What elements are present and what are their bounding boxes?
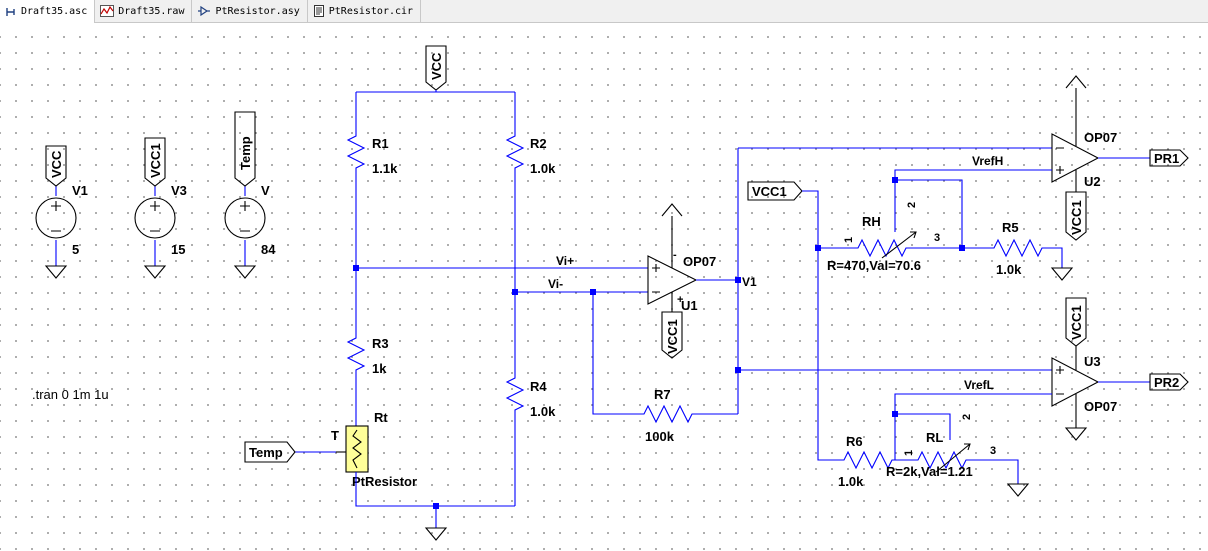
sensor-rt[interactable]: T Rt PtResistor bbox=[331, 410, 417, 489]
svg-text:2: 2 bbox=[906, 202, 918, 208]
sensor-model: PtResistor bbox=[352, 474, 417, 489]
tab-bar: Draft35.asc Draft35.raw PtResistor.asy P… bbox=[0, 0, 1208, 23]
svg-text:1: 1 bbox=[843, 237, 855, 243]
r5-value: 1.0k bbox=[996, 262, 1022, 277]
svg-text:PR2: PR2 bbox=[1154, 375, 1179, 390]
u1-supply: VCC1 bbox=[665, 319, 680, 354]
net-flag-vcc: VCC bbox=[49, 150, 64, 178]
schematic-icon bbox=[6, 7, 15, 16]
u1-name: U1 bbox=[681, 298, 698, 313]
u3-name: U3 bbox=[1084, 354, 1101, 369]
r4-value: 1.0k bbox=[530, 404, 556, 419]
net-flag-vcc1-input[interactable]: VCC1 bbox=[747, 181, 803, 201]
net-label-vrefh: VrefH bbox=[972, 154, 1003, 168]
svg-text:VCC1: VCC1 bbox=[752, 184, 787, 199]
svg-text:PR1: PR1 bbox=[1154, 151, 1179, 166]
svg-text:1: 1 bbox=[903, 450, 915, 456]
tab-label: PtResistor.asy bbox=[215, 5, 300, 17]
svg-text:+: + bbox=[677, 294, 683, 306]
source-v[interactable]: Temp V 84 bbox=[224, 111, 276, 279]
r2-name: R2 bbox=[530, 136, 547, 151]
tab-label: Draft35.raw bbox=[118, 5, 185, 17]
vcc-flag-top[interactable]: VCC bbox=[425, 45, 447, 91]
net-label-vrefl: VrefL bbox=[964, 378, 994, 392]
tab-label: PtResistor.cir bbox=[328, 5, 414, 17]
source-name: V bbox=[261, 183, 270, 198]
opamp-u1[interactable]: OP07 U1 VCC1 + - bbox=[647, 203, 716, 359]
r6-value: 1.0k bbox=[838, 474, 864, 489]
waveform-icon bbox=[100, 5, 115, 17]
tab-ptresistor-asy[interactable]: PtResistor.asy bbox=[192, 0, 308, 22]
rl-name: RL bbox=[926, 430, 943, 445]
source-v1[interactable]: VCC V1 5 bbox=[35, 145, 88, 279]
rh-value: R=470,Val=70.6 bbox=[827, 258, 921, 273]
net-label-v1: V1 bbox=[742, 275, 757, 289]
net-flag-temp: Temp bbox=[238, 136, 253, 170]
tab-draft35-asc[interactable]: Draft35.asc bbox=[0, 0, 96, 23]
r5-name: R5 bbox=[1002, 220, 1019, 235]
source-value: 5 bbox=[72, 242, 79, 257]
netlist-icon bbox=[313, 5, 324, 17]
u3-model: OP07 bbox=[1084, 399, 1117, 414]
opamp-u2[interactable]: OP07 U2 VCC1 bbox=[1051, 75, 1117, 241]
svg-text:3: 3 bbox=[934, 232, 940, 244]
schematic-canvas[interactable]: VCC V1 5 VCC1 V3 15 Temp V 84 .tran 0 1m… bbox=[0, 23, 1208, 551]
r2-value: 1.0k bbox=[530, 161, 556, 176]
resistor-r3-body bbox=[346, 330, 366, 426]
tab-ptresistor-cir[interactable]: PtResistor.cir bbox=[308, 0, 422, 22]
symbol-icon bbox=[198, 5, 211, 17]
u3-supply: VCC1 bbox=[1069, 305, 1084, 340]
schematic: VCC V1 5 VCC1 V3 15 Temp V 84 .tran 0 1m… bbox=[32, 45, 1189, 541]
r4-name: R4 bbox=[530, 379, 547, 394]
svg-text:-: - bbox=[673, 249, 677, 261]
svg-text:VCC: VCC bbox=[429, 52, 444, 80]
r3-name: R3 bbox=[372, 336, 389, 351]
source-value: 15 bbox=[171, 242, 185, 257]
resistor-r2-body bbox=[505, 128, 525, 370]
svg-text:Temp: Temp bbox=[249, 445, 283, 460]
net-flag-vcc1: VCC1 bbox=[148, 143, 163, 178]
pot-rh[interactable]: RH 1 2 3 R=470,Val=70.6 bbox=[827, 202, 962, 273]
u1-model: OP07 bbox=[683, 254, 716, 269]
source-name: V1 bbox=[72, 183, 88, 198]
net-flag-pr2[interactable]: PR2 bbox=[1149, 373, 1189, 391]
net-flag-pr1[interactable]: PR1 bbox=[1149, 149, 1189, 167]
sensor-pin-t: T bbox=[331, 428, 339, 443]
temp-input-flag[interactable]: Temp bbox=[244, 441, 296, 463]
r3-value: 1k bbox=[372, 361, 387, 376]
svg-text:2: 2 bbox=[961, 414, 973, 420]
svg-text:3: 3 bbox=[990, 445, 996, 457]
resistor-r6-body bbox=[836, 450, 910, 470]
rl-value: R=2k,Val=1.21 bbox=[886, 464, 973, 479]
pot-rl[interactable]: RL 1 2 3 R=2k,Val=1.21 bbox=[886, 414, 1019, 484]
source-name: V3 bbox=[171, 183, 187, 198]
u2-supply: VCC1 bbox=[1069, 200, 1084, 235]
u2-model: OP07 bbox=[1084, 130, 1117, 145]
r7-name: R7 bbox=[654, 387, 671, 402]
resistor-r1-body bbox=[346, 128, 366, 330]
net-label-vi-minus: Vi- bbox=[548, 277, 563, 291]
u2-name: U2 bbox=[1084, 174, 1101, 189]
opamp-u3[interactable]: VCC1 U3 OP07 bbox=[1051, 297, 1117, 441]
r1-value: 1.1k bbox=[372, 161, 398, 176]
r6-name: R6 bbox=[846, 434, 863, 449]
source-v3[interactable]: VCC1 V3 15 bbox=[134, 137, 187, 279]
tab-draft35-raw[interactable]: Draft35.raw bbox=[95, 0, 193, 22]
rh-name: RH bbox=[862, 214, 881, 229]
tab-label: Draft35.asc bbox=[21, 6, 88, 17]
resistor-r5-body bbox=[986, 238, 1063, 268]
sensor-name: Rt bbox=[374, 410, 388, 425]
net-label-vi-plus: Vi+ bbox=[556, 254, 574, 268]
r7-value: 100k bbox=[645, 429, 675, 444]
spice-directive[interactable]: .tran 0 1m 1u bbox=[32, 387, 109, 402]
resistor-r7-body bbox=[636, 404, 738, 424]
r1-name: R1 bbox=[372, 136, 389, 151]
resistor-r4-body bbox=[505, 370, 525, 506]
source-value: 84 bbox=[261, 242, 276, 257]
